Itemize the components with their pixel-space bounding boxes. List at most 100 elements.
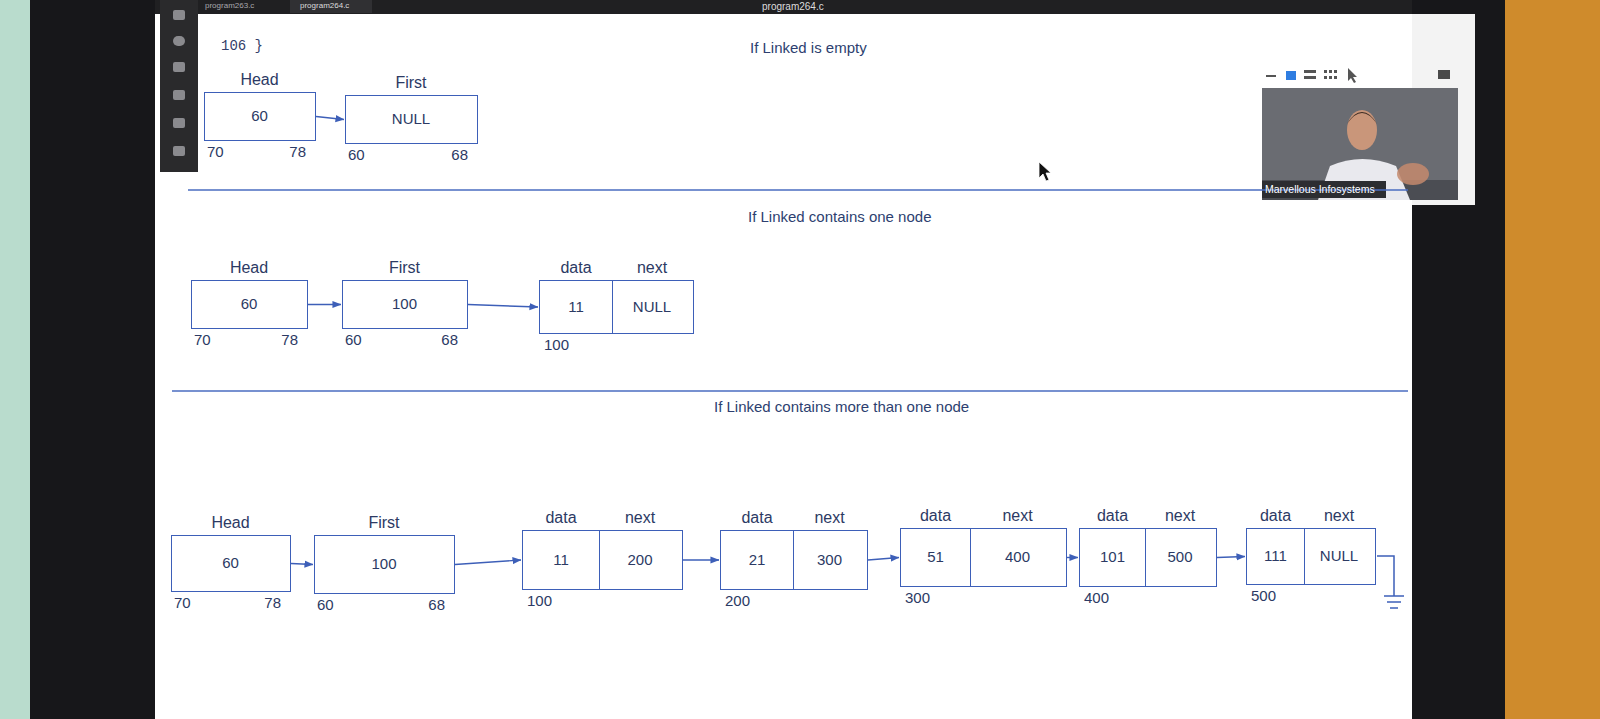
section-heading: If Linked is empty [750, 39, 867, 57]
section-divider [188, 189, 1408, 191]
pointer-box: First1006068 [342, 280, 468, 329]
pointer-box: FirstNULL6068 [345, 95, 478, 144]
ground-bar [1384, 595, 1404, 597]
toolbar-icon [1286, 71, 1296, 80]
video-frame [1262, 88, 1458, 200]
pointer-box: Head607078 [191, 280, 308, 329]
person-hair [1347, 112, 1377, 124]
pointer-arrow [1067, 557, 1078, 558]
data-value: 11 [553, 551, 569, 569]
field-name: data [560, 259, 591, 277]
ground-bar [1387, 601, 1401, 603]
data-value: 21 [749, 551, 766, 569]
activity-icon [173, 90, 185, 100]
toolbar-icon [1348, 68, 1357, 83]
video-thumbnail [1262, 88, 1458, 200]
end-address: 68 [441, 331, 458, 349]
node-address: 200 [725, 592, 750, 610]
section-heading: If Linked contains more than one node [714, 398, 969, 416]
toolbar [1266, 68, 1450, 83]
list-node: datanext111NULL500 [1246, 528, 1376, 585]
cell-divider [1145, 529, 1146, 586]
laptop-bezel [30, 0, 1505, 719]
field-name: next [637, 259, 667, 277]
node-address: 100 [544, 336, 569, 354]
pointer-arrow [308, 304, 341, 305]
pointer-name: First [395, 74, 426, 92]
data-value: 11 [568, 298, 584, 316]
start-address: 60 [345, 331, 362, 349]
activity-icon [173, 146, 185, 156]
pointer-arrow [868, 558, 899, 561]
active-tab [290, 0, 372, 13]
start-address: 70 [174, 594, 191, 612]
next-value: NULL [633, 298, 671, 316]
tab-title: program264.c [300, 1, 349, 11]
data-value: 51 [927, 548, 944, 566]
pointer-arrow [291, 564, 313, 565]
field-name: next [1324, 507, 1354, 525]
field-name: data [1260, 507, 1291, 525]
list-node: datanext51400300 [900, 528, 1067, 587]
section-divider [172, 390, 1408, 392]
ground-symbol [1377, 556, 1404, 608]
start-address: 70 [207, 143, 224, 161]
mouse-cursor [1039, 162, 1051, 181]
cell-divider [599, 531, 600, 589]
pointer-box: Head607078 [204, 92, 316, 141]
next-value: 200 [627, 551, 652, 569]
field-name: next [625, 509, 655, 527]
activity-icon [173, 36, 185, 46]
pointer-name: Head [211, 514, 249, 532]
toolbar-icon [1266, 75, 1276, 77]
pointer-arrow [455, 560, 521, 565]
pointer-name: First [389, 259, 420, 277]
toolbar-icon [1329, 76, 1332, 79]
pointer-value: 60 [241, 295, 258, 313]
data-value: 111 [1264, 547, 1287, 565]
field-name: data [741, 509, 772, 527]
pointer-box: Head607078 [171, 535, 291, 592]
list-node: datanext21300200 [720, 530, 868, 590]
tab-bar [155, 0, 1412, 14]
end-address: 78 [264, 594, 281, 612]
activity-icon [173, 118, 185, 128]
next-value: 400 [1005, 548, 1030, 566]
ground-bar [1390, 607, 1398, 609]
field-name: next [814, 509, 844, 527]
toolbar-icon [1304, 76, 1316, 79]
cell-divider [970, 529, 971, 586]
person-hand [1397, 163, 1429, 185]
end-address: 68 [451, 146, 468, 164]
ground-wire [1377, 556, 1394, 596]
pointer-arrow [468, 305, 538, 308]
toolbar-icon [1324, 76, 1327, 79]
field-name: next [1165, 507, 1195, 525]
list-node: datanext11NULL100 [539, 280, 694, 334]
cell-divider [793, 531, 794, 589]
list-node: datanext11200100 [522, 530, 683, 590]
activity-icons [173, 10, 185, 156]
pointer-value: NULL [392, 110, 430, 128]
end-address: 68 [428, 596, 445, 614]
pointer-value: 100 [371, 555, 396, 573]
activity-icon [173, 62, 185, 72]
pointer-name: Head [240, 71, 278, 89]
cell-divider [1304, 529, 1305, 584]
pointer-arrow [316, 117, 344, 120]
start-address: 60 [348, 146, 365, 164]
next-value: 500 [1167, 548, 1192, 566]
name-strip [1262, 181, 1386, 198]
fabric [0, 0, 30, 719]
data-value: 101 [1100, 548, 1125, 566]
field-name: data [545, 509, 576, 527]
node-address: 100 [527, 592, 552, 610]
end-address: 78 [281, 331, 298, 349]
next-value: NULL [1320, 547, 1358, 565]
next-value: 300 [817, 551, 842, 569]
start-address: 70 [194, 331, 211, 349]
toolbar-icon [1324, 70, 1327, 73]
pointer-arrow [1217, 557, 1245, 558]
whiteboard [155, 14, 1412, 719]
tab-title: program263.c [205, 1, 254, 11]
